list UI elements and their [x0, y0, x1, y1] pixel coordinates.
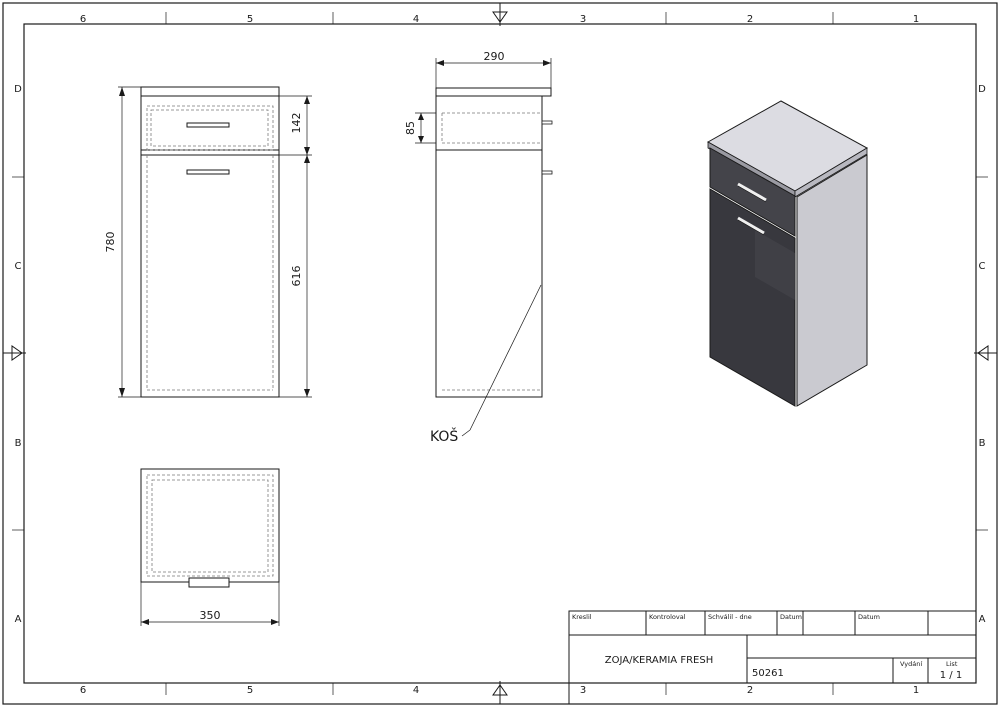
side-view: [415, 58, 553, 437]
dim-side-depth: 290: [484, 50, 505, 63]
centering-mark-top: [492, 3, 508, 26]
zone-row-left-a: A: [15, 614, 22, 625]
zone-col-top-2: 2: [747, 14, 753, 25]
zone-col-top-1: 1: [913, 14, 919, 25]
zone-col-top-5: 5: [247, 14, 253, 25]
zone-col-top-3: 3: [580, 14, 586, 25]
zone-col-bottom-1: 1: [913, 685, 919, 696]
zone-row-right-d: D: [978, 84, 986, 95]
tb-checked-label: Kontroloval: [649, 613, 686, 621]
tb-date-label-1: Datum: [780, 613, 802, 621]
tb-project: ZOJA/KERAMIA FRESH: [605, 655, 713, 666]
dim-drawer-height: 142: [290, 113, 303, 134]
front-view: [118, 86, 312, 398]
tb-drawn-label: Kreslil: [572, 613, 592, 621]
zone-col-top-6: 6: [80, 14, 86, 25]
drawer-handle: [186, 122, 230, 128]
zone-row-right-b: B: [979, 438, 986, 449]
centering-mark-right: [974, 345, 997, 361]
tb-issue-label: Vydání: [900, 660, 922, 668]
zone-col-bottom-6: 6: [80, 685, 86, 696]
zone-row-left-b: B: [15, 438, 22, 449]
tb-date-label-2: Datum: [858, 613, 880, 621]
dim-front-height: 780: [104, 232, 117, 253]
door-handle: [186, 169, 230, 175]
zone-row-left-c: C: [15, 261, 22, 272]
dim-side-drawer: 85: [404, 121, 417, 135]
tb-sheet-label: List: [946, 660, 958, 668]
zone-row-right-a: A: [979, 614, 986, 625]
zone-col-bottom-4: 4: [413, 685, 419, 696]
zone-row-left-d: D: [14, 84, 22, 95]
title-block: [568, 610, 977, 704]
cabinet-isometric: [706, 100, 869, 407]
dim-top-width: 350: [200, 609, 221, 622]
callout-label: KOŠ: [430, 427, 458, 445]
zone-col-bottom-5: 5: [247, 685, 253, 696]
zone-col-top-4: 4: [413, 14, 419, 25]
centering-mark-bottom: [492, 681, 508, 704]
zone-col-bottom-2: 2: [747, 685, 753, 696]
dim-door-height: 616: [290, 266, 303, 287]
tb-sheet-value: 1 / 1: [940, 670, 962, 681]
zone-col-bottom-3: 3: [580, 685, 586, 696]
zone-ticks: [12, 12, 988, 695]
zone-row-right-c: C: [979, 261, 986, 272]
tb-drawing-number: 50261: [752, 668, 784, 679]
top-view: [140, 468, 280, 626]
tb-approved-label: Schválil - dne: [708, 613, 752, 621]
centering-mark-left: [3, 345, 26, 361]
